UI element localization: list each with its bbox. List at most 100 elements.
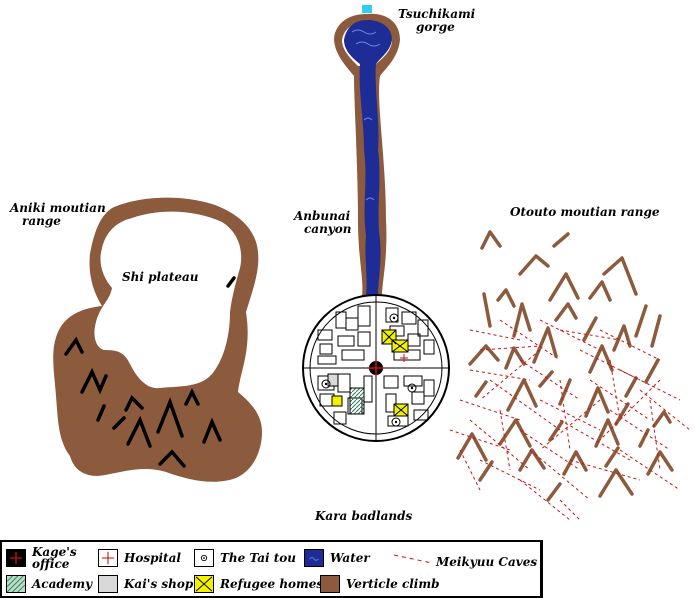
- cave-passage: [559, 499, 581, 521]
- mountain-ridge: [604, 446, 620, 468]
- cliff-icon: [320, 575, 340, 593]
- refugee-x-icon: [194, 575, 214, 593]
- mountain-ridge: [478, 460, 494, 482]
- mountain-ridge: [638, 428, 650, 448]
- water-icon: [304, 549, 324, 567]
- mountain-ridge: [498, 418, 532, 448]
- cave-passage: [639, 389, 691, 431]
- aniki-mountain-range: [53, 197, 263, 482]
- tai-tou-icon: [194, 549, 214, 567]
- cave-passage: [539, 399, 601, 451]
- mountain-ridge: [552, 232, 570, 248]
- mountain-ridge: [468, 344, 500, 366]
- cave-passage: [469, 369, 531, 381]
- cave-passage: [609, 409, 671, 451]
- mountain-ridge: [558, 378, 572, 406]
- cave-passage: [519, 429, 581, 471]
- mountain-ridge: [624, 376, 638, 398]
- cave-passage: [499, 409, 511, 471]
- cave-passage: [479, 349, 541, 401]
- legend-academy-label: Academy: [32, 577, 93, 591]
- kai-shop-icon: [98, 575, 118, 593]
- mountain-ridge: [646, 450, 674, 476]
- mountain-ridge: [496, 288, 516, 308]
- legend-kai-shop-label: Kai's shop: [124, 577, 194, 591]
- legend-tai-tou-label: The Tai tou: [220, 551, 297, 565]
- mountain-ridge: [588, 344, 614, 374]
- mountain-ridge: [504, 346, 526, 370]
- mountain-ridge: [554, 302, 578, 322]
- cave-passage: [519, 479, 571, 521]
- village: [302, 294, 450, 442]
- cave-passage: [559, 419, 631, 461]
- mountain-ridge: [506, 378, 538, 412]
- mountain-ridge: [582, 316, 598, 342]
- legend-caves: Meikyuu Caves: [394, 547, 537, 569]
- legend-hospital: Hospital: [98, 547, 181, 569]
- cave-passage: [569, 459, 641, 481]
- legend-climb-label: Verticle climb: [346, 577, 440, 591]
- legend-refugee-label: Refugee homes: [220, 577, 324, 591]
- legend-academy: Academy: [6, 573, 92, 595]
- mountain-ridge: [548, 420, 564, 442]
- cave-passage: [599, 379, 661, 441]
- mountain-ridge: [644, 358, 660, 384]
- cave-passage: [539, 399, 601, 431]
- tsuchikami-gorge-label: Tsuchikami gorge: [398, 7, 476, 34]
- mountain-ridge: [602, 256, 638, 296]
- otouto-range-label: Otouto moutian range: [510, 205, 660, 219]
- mountain-ridge: [546, 482, 562, 502]
- academy-hatch-icon: [6, 575, 26, 593]
- mountain-ridge: [652, 410, 672, 428]
- kara-badlands-label: Kara badlands: [315, 509, 413, 523]
- spring: [362, 5, 372, 13]
- cave-passage: [469, 419, 531, 471]
- shi-plateau: [94, 211, 242, 389]
- mountain-ridge: [512, 302, 532, 338]
- cave-passage: [449, 429, 511, 451]
- legend-caves-label: Meikyuu Caves: [436, 555, 538, 569]
- cave-passage: [459, 399, 521, 421]
- cave-dash-icon: [394, 554, 433, 564]
- tsuchikami-gorge: [334, 5, 400, 296]
- mountain-ridge: [598, 468, 634, 498]
- mountain-ridge: [456, 432, 488, 462]
- mountain-ridge: [562, 450, 588, 476]
- cave-passage: [589, 379, 651, 421]
- legend-hospital-label: Hospital: [124, 551, 181, 565]
- mountain-ridge: [650, 314, 662, 348]
- legend-kage-line1: Kage's: [32, 545, 77, 559]
- cave-passage: [479, 345, 541, 351]
- mountain-ridge: [594, 418, 620, 448]
- legend-refugee: Refugee homes: [194, 573, 323, 595]
- legend-kage-line2: office: [32, 557, 70, 571]
- legend-tai-tou: The Tai tou: [194, 547, 296, 569]
- cave-passage: [479, 459, 541, 491]
- cave-passage: [599, 329, 661, 361]
- mountain-ridge: [612, 324, 632, 352]
- mountain-ridge: [634, 304, 648, 338]
- legend-water-label: Water: [330, 551, 370, 565]
- mountain-ridge: [518, 254, 550, 276]
- mountain-ridge: [482, 292, 492, 328]
- river: [344, 20, 392, 296]
- cave-passage: [529, 449, 591, 501]
- mountain-ridge: [474, 380, 488, 398]
- cave-passage: [459, 449, 481, 491]
- cave-passage: [619, 449, 681, 491]
- mountain-ridge: [584, 386, 610, 418]
- mountain-ridge: [518, 448, 546, 472]
- shi-plateau-label: Shi plateau: [122, 270, 199, 284]
- aniki-range-label: Aniki moutian range: [10, 201, 106, 228]
- mountain-ridge: [548, 272, 580, 302]
- cave-passage: [519, 359, 581, 401]
- mountain-ridge: [480, 230, 502, 250]
- hospital-cross-icon: [98, 549, 118, 567]
- mountain-ridge: [614, 402, 630, 426]
- cave-passage: [619, 369, 681, 401]
- cave-passage: [499, 319, 561, 361]
